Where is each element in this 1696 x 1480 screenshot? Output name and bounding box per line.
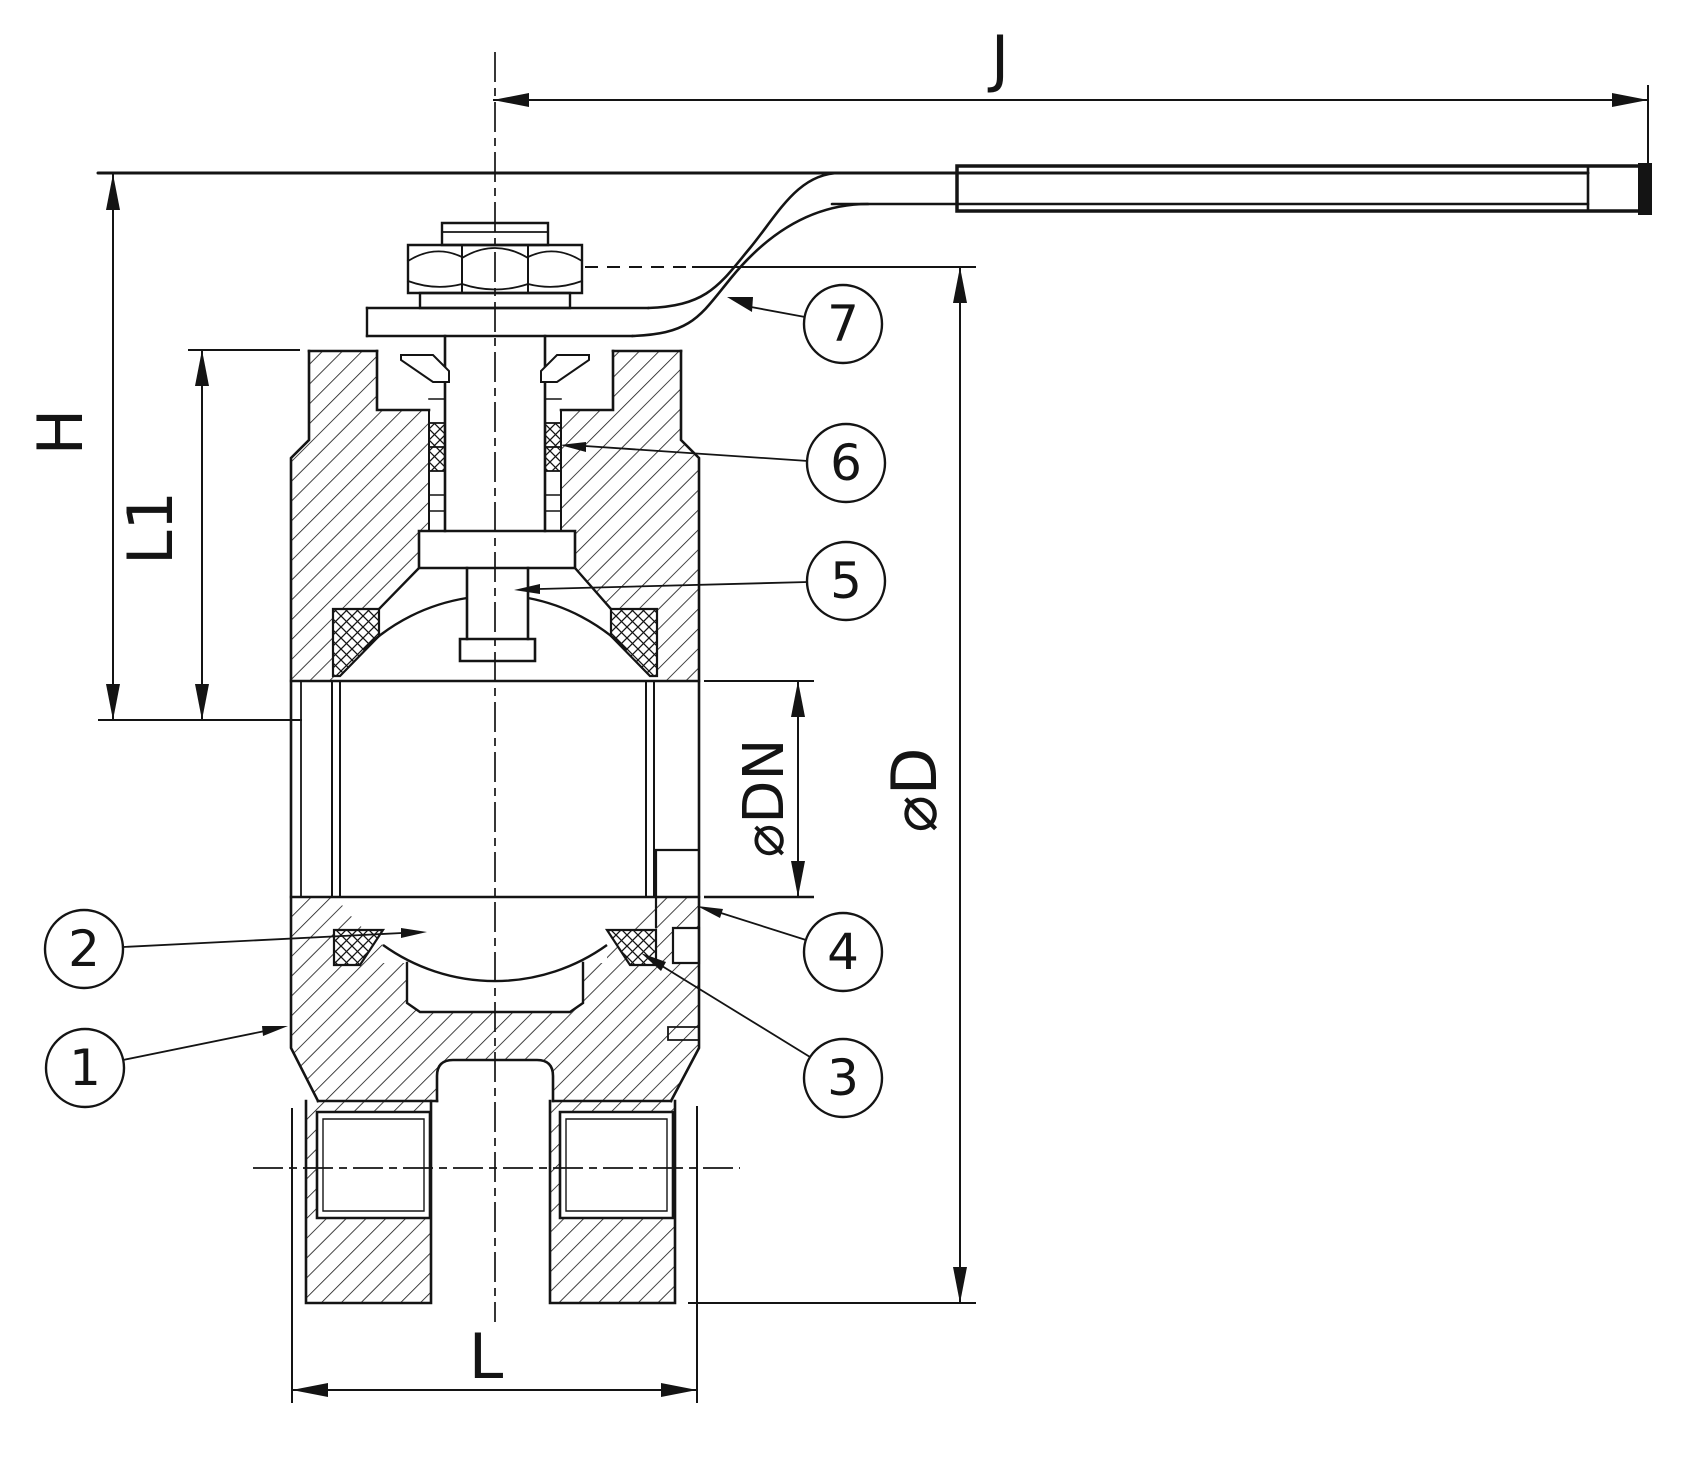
dimension-H xyxy=(98,174,302,721)
balloon-2: 2 xyxy=(43,908,125,990)
stem-tang-foot xyxy=(458,637,537,663)
handle-bend-upper xyxy=(646,171,842,310)
balloon-7: 7 xyxy=(802,283,884,365)
stem-tang xyxy=(465,566,530,641)
seat-rings xyxy=(331,607,659,967)
seat-retainer-insert xyxy=(653,848,701,1041)
handle-bend-lower xyxy=(630,202,870,338)
dimension-L xyxy=(291,1106,698,1403)
handle-end-cap xyxy=(1638,163,1652,215)
seat-lower-left xyxy=(332,928,386,967)
callout-leaders xyxy=(122,297,811,1061)
balloon-4: 4 xyxy=(802,911,884,993)
seat-upper-right xyxy=(609,607,659,678)
balloon-5: 5 xyxy=(805,540,887,622)
ball-top-arc-right xyxy=(527,596,628,651)
balloon-6: 6 xyxy=(805,422,887,504)
balloon-7-number: 7 xyxy=(827,295,859,353)
balloon-2-number: 2 xyxy=(68,920,100,978)
centerlines xyxy=(253,52,740,1322)
balloon-4-number: 4 xyxy=(827,923,859,981)
dim-label-d: ⌀D xyxy=(878,747,951,832)
stem-nut-stack xyxy=(365,221,650,338)
dimension-D xyxy=(688,266,976,1304)
dim-label-h: H xyxy=(24,409,97,456)
dim-label-l1: L1 xyxy=(114,491,187,565)
callout-balloons: 1 2 3 4 5 6 7 xyxy=(43,283,887,1119)
body-outline xyxy=(289,349,701,1305)
dim-label-j: J xyxy=(987,22,1009,95)
handle-assembly xyxy=(96,163,1652,338)
balloon-1-number: 1 xyxy=(69,1039,101,1097)
dim-label-l: L xyxy=(469,1320,504,1393)
threaded-ports xyxy=(315,1110,675,1220)
balloon-6-number: 6 xyxy=(830,434,862,492)
balloon-1: 1 xyxy=(44,1027,126,1109)
balloon-3-number: 3 xyxy=(827,1049,859,1107)
seat-upper-left xyxy=(331,607,381,678)
balloon-5-number: 5 xyxy=(830,552,862,610)
dimensions xyxy=(98,85,1649,1403)
bore-and-cavity-lines xyxy=(289,566,701,1014)
stem-collar xyxy=(417,529,577,570)
gland-clip-right xyxy=(540,354,590,383)
stem-assembly xyxy=(400,334,590,663)
seat-lower-right xyxy=(604,928,658,967)
dimension-L1 xyxy=(188,349,300,720)
dimension-J xyxy=(493,85,1649,163)
ball-top-arc-left xyxy=(362,596,468,651)
gland-clip-left xyxy=(400,354,450,383)
dimension-labels: J H L1 ⌀DN ⌀D L xyxy=(24,22,1009,1393)
balloon-3: 3 xyxy=(802,1037,884,1119)
dim-label-dn: ⌀DN xyxy=(732,739,797,858)
hex-nut xyxy=(406,243,584,295)
dimension-DN xyxy=(704,680,814,899)
